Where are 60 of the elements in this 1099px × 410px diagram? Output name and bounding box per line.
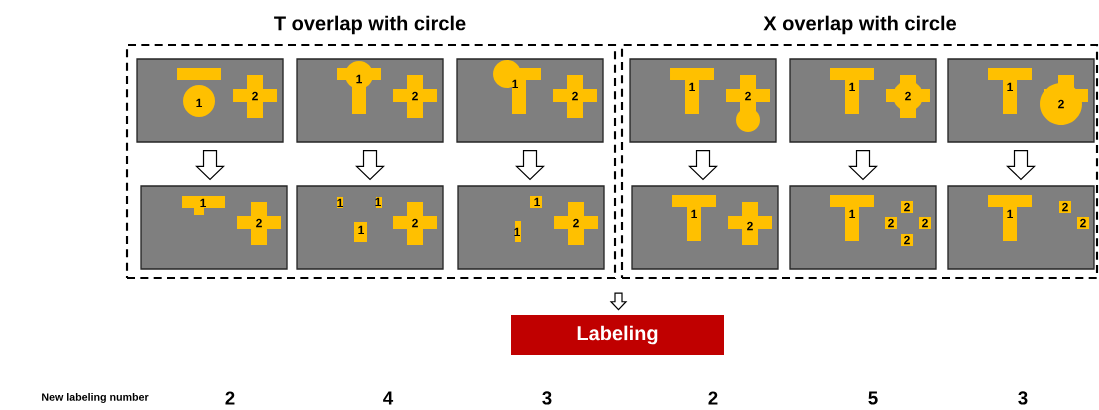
image-panel	[136, 58, 284, 143]
row-label: New labeling number	[42, 393, 149, 403]
image-panel	[456, 58, 604, 143]
count-number: 3	[542, 391, 552, 405]
region-number: 1	[337, 198, 343, 208]
group-title: X overlap with circle	[763, 15, 956, 35]
region-number: 1	[1007, 82, 1013, 92]
group-title: T overlap with circle	[274, 15, 466, 35]
region-number: 2	[573, 218, 579, 228]
arrow	[515, 150, 545, 181]
arrow	[609, 292, 628, 311]
image-panel	[631, 185, 779, 270]
region-number: 2	[412, 91, 418, 101]
region-number: 2	[904, 235, 910, 245]
region-number: 1	[849, 209, 855, 219]
image-panel	[457, 185, 605, 270]
region-number: 1	[534, 197, 540, 207]
arrow	[1006, 150, 1036, 181]
region-number: 1	[512, 79, 518, 89]
region-number: 1	[689, 82, 695, 92]
arrow	[355, 150, 385, 181]
image-panel	[140, 185, 288, 270]
arrow	[848, 150, 878, 181]
count-number: 2	[708, 391, 718, 405]
region-number: 2	[904, 202, 910, 212]
region-number: 2	[256, 218, 262, 228]
region-number: 1	[356, 74, 362, 84]
image-panel	[789, 185, 937, 270]
count-number: 3	[1018, 391, 1028, 405]
region-number: 1	[1007, 209, 1013, 219]
region-number: 1	[514, 227, 520, 237]
region-number: 2	[1080, 218, 1086, 228]
region-number: 2	[1058, 99, 1064, 109]
region-number: 2	[1062, 202, 1068, 212]
region-number: 2	[747, 221, 753, 231]
image-panel	[296, 58, 444, 143]
image-panel	[947, 58, 1095, 143]
count-number: 5	[868, 391, 878, 405]
image-panel	[789, 58, 937, 143]
region-number: 2	[252, 91, 258, 101]
region-number: 2	[745, 91, 751, 101]
region-number: 1	[200, 198, 206, 208]
region-number: 1	[196, 98, 202, 108]
region-number: 2	[572, 91, 578, 101]
region-number: 1	[375, 197, 381, 207]
count-number: 4	[383, 391, 394, 405]
region-number: 2	[905, 91, 911, 101]
process-box: Labeling	[511, 315, 724, 355]
count-number: 2	[225, 391, 235, 405]
image-panel	[296, 185, 444, 270]
arrow	[688, 150, 718, 181]
image-panel	[629, 58, 777, 143]
region-number: 1	[849, 82, 855, 92]
arrow	[195, 150, 225, 181]
region-number: 1	[691, 209, 697, 219]
region-number: 2	[922, 218, 928, 228]
region-number: 2	[412, 218, 418, 228]
region-number: 2	[888, 218, 894, 228]
region-number: 1	[358, 225, 364, 235]
image-panel	[947, 185, 1095, 270]
